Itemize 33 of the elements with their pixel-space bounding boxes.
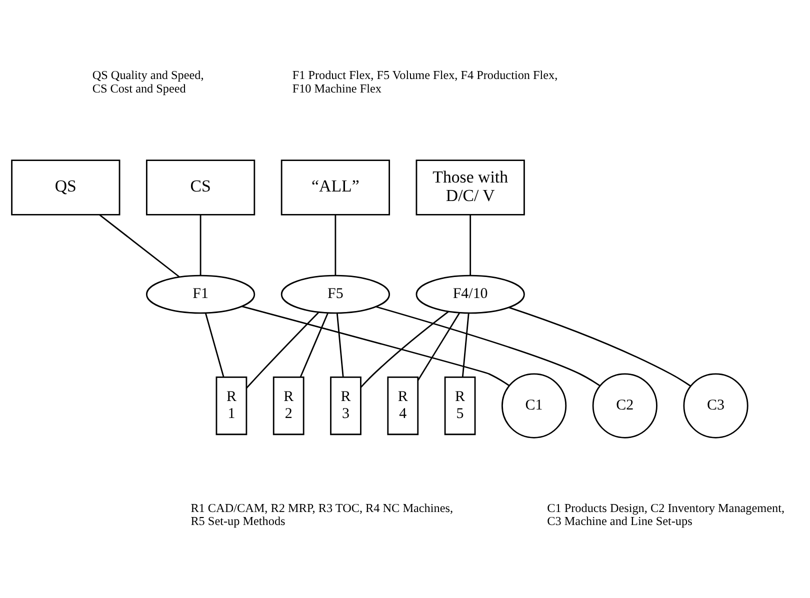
connector	[470, 214, 472, 276]
connector	[334, 214, 336, 276]
connector	[204, 312, 224, 378]
node-box: R 3	[330, 376, 362, 436]
node-circle: C1	[501, 373, 567, 438]
node-ellipse: F1	[146, 274, 256, 314]
connector	[242, 306, 510, 386]
node-box: “ALL”	[280, 160, 390, 216]
node-box: R 2	[272, 376, 304, 436]
node-box: R 4	[387, 376, 419, 436]
connector	[99, 214, 180, 278]
node-box: QS	[11, 160, 120, 216]
node-box: R 5	[444, 376, 476, 436]
node-circle: C2	[592, 373, 658, 438]
label: C1 Products Design, C2 Inventory Management, C3 Machine and Line Set-ups	[547, 501, 785, 528]
connector	[300, 312, 328, 378]
node-box: R 1	[216, 376, 248, 436]
node-box: CS	[146, 160, 256, 216]
node-circle: C3	[683, 373, 748, 438]
connector	[376, 306, 600, 386]
node-box: Those with D/C/ V	[416, 160, 525, 216]
connector	[246, 312, 320, 389]
connector	[417, 312, 460, 381]
connector	[508, 306, 691, 387]
label: F1 Product Flex, F5 Volume Flex, F4 Production Flex, F10 Machine Flex	[292, 68, 558, 96]
connector	[336, 313, 344, 378]
label: R1 CAD/CAM, R2 MRP, R3 TOC, R4 NC Machines, R5 Set-up Methods	[190, 501, 454, 528]
label: QS Quality and Speed, CS Cost and Speed	[92, 68, 204, 96]
node-ellipse: F5	[280, 274, 390, 314]
connector	[360, 311, 449, 388]
connector	[200, 214, 202, 276]
node-ellipse: F4/10	[416, 274, 525, 314]
connector	[462, 313, 470, 378]
